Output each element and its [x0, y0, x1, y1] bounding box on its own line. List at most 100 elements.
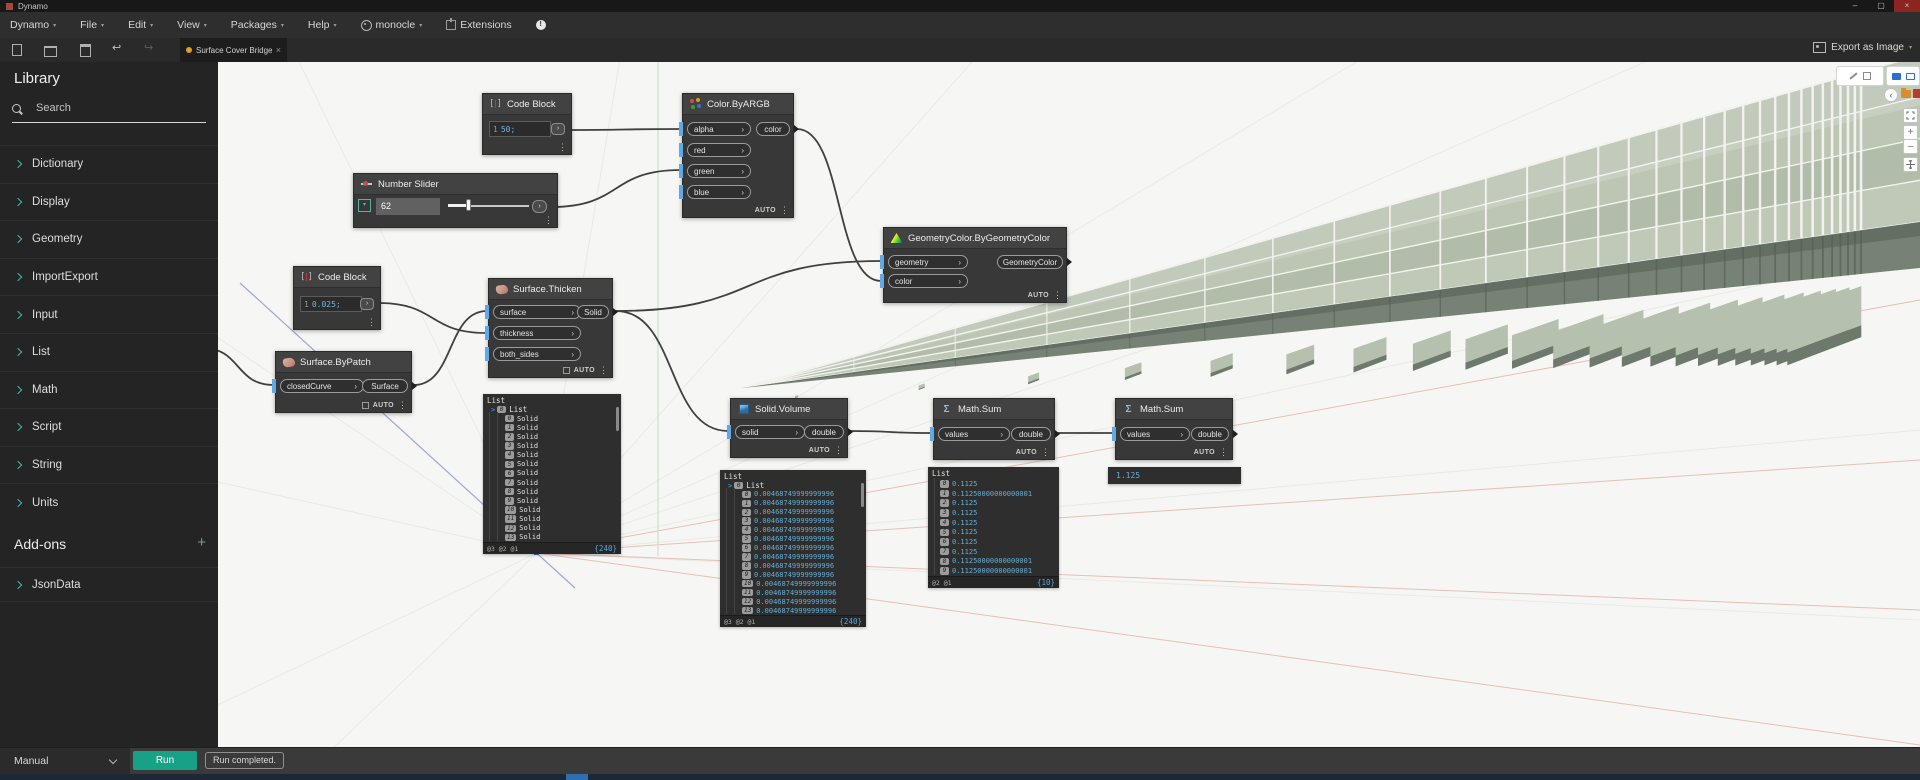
zoom-in-button[interactable]: + — [1903, 125, 1918, 140]
input-port-geometry[interactable]: geometry› — [888, 255, 968, 269]
new-file-icon[interactable] — [12, 44, 22, 56]
options-icon[interactable]: ⋮ — [544, 215, 553, 225]
open-file-icon[interactable] — [44, 46, 57, 57]
output-port-double[interactable]: double — [1191, 427, 1229, 441]
node-header[interactable]: []Code Block — [483, 94, 571, 115]
sidebar-item-display[interactable]: Display — [0, 182, 218, 221]
input-port-green[interactable]: green› — [687, 164, 751, 178]
close-button[interactable]: × — [1894, 0, 1920, 12]
run-mode-select[interactable]: Manual — [0, 748, 130, 774]
minimize-button[interactable]: – — [1852, 1, 1858, 10]
sidebar-item-units[interactable]: Units — [0, 483, 218, 521]
zoom-out-button[interactable]: – — [1903, 139, 1918, 154]
graph-view-toggle-group[interactable] — [1886, 66, 1920, 86]
slider-value-input[interactable]: 62 — [376, 198, 440, 215]
node-header[interactable]: Number Slider — [354, 174, 557, 195]
options-icon[interactable]: ⋮ — [1041, 447, 1050, 457]
node-header[interactable]: Surface.Thicken — [489, 279, 612, 300]
menu-dynamo[interactable]: Dynamo▾ — [10, 19, 56, 31]
input-port-thickness[interactable]: thickness› — [493, 326, 581, 340]
sidebar-item-string[interactable]: String — [0, 445, 218, 484]
slider-track[interactable] — [448, 205, 529, 207]
options-icon[interactable]: ⋮ — [558, 142, 567, 152]
input-port-surface[interactable]: surface› — [493, 305, 581, 319]
output-port-GeometryColor[interactable]: GeometryColor — [997, 255, 1063, 269]
output-port-double[interactable]: double — [1011, 427, 1051, 441]
options-icon[interactable]: ⋮ — [1053, 290, 1062, 300]
collapse-panel-button[interactable]: ‹ — [1884, 88, 1898, 102]
node-surface-thicken[interactable]: Surface.Thicken surface› thickness› both_si… — [485, 278, 618, 378]
expander-icon[interactable]: > — [491, 405, 496, 414]
menu-monocle[interactable]: monocle▾ — [360, 19, 422, 31]
undo-icon[interactable]: ↩ — [112, 42, 122, 54]
output-port[interactable]: › — [360, 298, 374, 310]
pan-button[interactable] — [1903, 157, 1918, 172]
options-icon[interactable]: ⋮ — [1219, 447, 1228, 457]
tab-close-icon[interactable]: × — [275, 45, 281, 55]
run-button[interactable]: Run — [133, 751, 197, 770]
maximize-button[interactable]: ▢ — [1877, 1, 1885, 10]
output-port-double[interactable]: double — [804, 425, 844, 439]
sidebar-item-jsondata[interactable]: JsonData — [0, 567, 218, 601]
export-as-image-button[interactable]: Export as Image ▾ — [1813, 42, 1912, 53]
output-port-color[interactable]: color — [756, 122, 790, 136]
red-cube-icon[interactable] — [1913, 89, 1920, 98]
input-port-red[interactable]: red› — [687, 143, 751, 157]
folder-icon[interactable] — [1901, 88, 1911, 98]
sidebar-item-geometry[interactable]: Geometry — [0, 220, 218, 258]
node-header[interactable]: Solid.Volume — [731, 399, 847, 420]
save-icon[interactable] — [80, 44, 91, 57]
notification-icon[interactable]: ! — [535, 20, 546, 30]
node-number-slider[interactable]: Number Slider ▾ 62 › ⋮ — [353, 173, 558, 228]
output-port-Surface[interactable]: Surface — [362, 379, 408, 393]
sidebar-item-input[interactable]: Input — [0, 295, 218, 333]
input-port-blue[interactable]: blue› — [687, 185, 751, 199]
node-geometrycolor-bygeometrycolor[interactable]: GeometryColor.ByGeometryColor geometry› co… — [880, 227, 1072, 303]
menu-extensions[interactable]: Extensions — [446, 18, 512, 31]
menu-help[interactable]: Help▾ — [308, 19, 337, 31]
options-icon[interactable]: ⋮ — [780, 205, 789, 215]
input-port-both_sides[interactable]: both_sides› — [493, 347, 581, 361]
slider-expand-toggle[interactable]: ▾ — [358, 199, 371, 212]
sidebar-item-math[interactable]: Math — [0, 370, 218, 409]
menu-packages[interactable]: Packages▾ — [231, 19, 284, 31]
geometry-view-toggle-group[interactable] — [1836, 66, 1884, 86]
sidebar-item-list[interactable]: List — [0, 332, 218, 371]
tab-surface-cover-bridge[interactable]: Surface Cover Bridge... × — [180, 38, 287, 62]
lacing-icon[interactable] — [562, 367, 570, 374]
preview-scrollbar[interactable] — [616, 407, 619, 431]
options-icon[interactable]: ⋮ — [367, 317, 376, 327]
add-package-icon[interactable]: + — [197, 534, 206, 551]
input-port-color[interactable]: color› — [888, 274, 968, 288]
menu-view[interactable]: View▾ — [177, 19, 207, 31]
options-icon[interactable]: ⋮ — [398, 400, 407, 410]
input-port-values[interactable]: values› — [938, 427, 1010, 441]
menu-file[interactable]: File▾ — [80, 19, 104, 31]
node-header[interactable]: GeometryColor.ByGeometryColor — [884, 228, 1066, 249]
lacing-icon[interactable] — [361, 402, 369, 409]
output-port[interactable]: › — [551, 123, 565, 135]
output-port[interactable]: › — [532, 200, 547, 213]
expander-icon[interactable]: > — [728, 481, 733, 490]
input-port-alpha[interactable]: alpha› — [687, 122, 751, 136]
search-input[interactable] — [34, 101, 198, 115]
node-header[interactable]: Color.ByARGB — [683, 94, 793, 115]
output-port-Solid[interactable]: Solid — [577, 305, 609, 319]
options-icon[interactable]: ⋮ — [834, 445, 843, 455]
slider-thumb[interactable] — [466, 199, 471, 211]
input-port-values[interactable]: values› — [1120, 427, 1190, 441]
preview-scrollbar[interactable] — [861, 483, 864, 507]
node-header[interactable]: []Code Block — [294, 267, 380, 288]
input-port-solid[interactable]: solid› — [735, 425, 805, 439]
options-icon[interactable]: ⋮ — [599, 365, 608, 375]
